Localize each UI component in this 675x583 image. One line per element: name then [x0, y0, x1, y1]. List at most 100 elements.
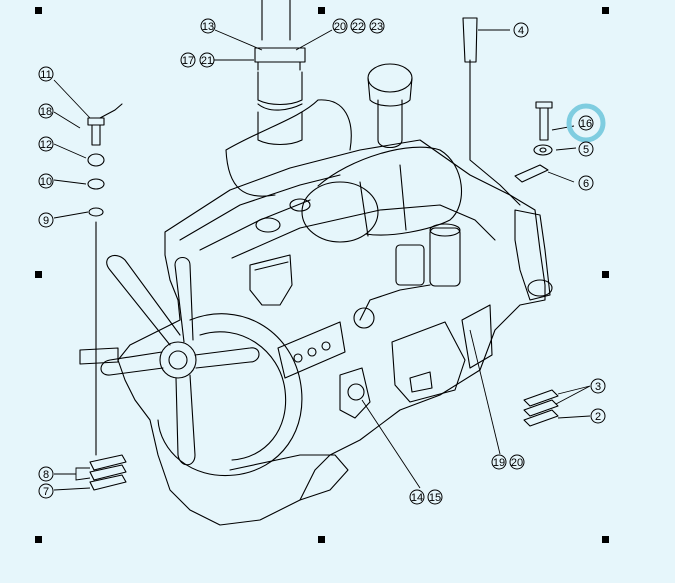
right-bracket [461, 304, 493, 369]
callout-3[interactable]: 3 [590, 378, 606, 394]
starter-box [391, 321, 466, 403]
callout-20-top[interactable]: 20 [332, 18, 348, 34]
callout-6-label: 6 [583, 178, 589, 190]
shim-3b [523, 399, 559, 417]
cap-body [367, 77, 413, 107]
starter-detail [409, 371, 433, 393]
fan-blade-2 [174, 256, 194, 343]
callout-22[interactable]: 22 [350, 18, 366, 34]
mount-boss [527, 279, 553, 297]
fan-blade-1 [106, 255, 181, 346]
handle-top-right[interactable] [602, 7, 609, 14]
vent-cap [462, 17, 478, 63]
exhaust-sleeve [257, 103, 303, 146]
callout-4-label: 4 [518, 25, 524, 37]
callout-19-label: 19 [493, 457, 505, 469]
callout-8-label: 8 [43, 469, 49, 481]
callout-23-label: 23 [371, 21, 383, 33]
callout-12[interactable]: 12 [38, 136, 54, 152]
callout-9[interactable]: 9 [38, 212, 54, 228]
bracket-6 [514, 164, 549, 183]
handle-middle-left[interactable] [35, 271, 42, 278]
callout-11-label: 11 [40, 69, 51, 81]
fuel-pump [249, 254, 293, 306]
fan-blade-4 [175, 374, 196, 466]
callout-19[interactable]: 19 [491, 454, 507, 470]
callout-10-label: 10 [40, 176, 52, 188]
filler-cap-2 [289, 198, 311, 212]
exhaust-pipe-top [261, 0, 291, 41]
callout-10[interactable]: 10 [38, 173, 54, 189]
leader-lines [53, 29, 591, 491]
fuel-filter-2 [429, 227, 461, 287]
callout-2[interactable]: 2 [590, 408, 606, 424]
fuel-filter-1 [395, 244, 425, 286]
intake-pipe [377, 99, 403, 149]
callout-14[interactable]: 14 [409, 489, 425, 505]
fan-hub-inner [168, 350, 188, 370]
block-top-edge-2 [199, 199, 311, 251]
callout-15[interactable]: 15 [427, 489, 443, 505]
callout-13-label: 13 [202, 21, 214, 33]
callout-21[interactable]: 21 [199, 52, 215, 68]
callout-20-bottom[interactable]: 20 [509, 454, 525, 470]
side-cover [277, 321, 346, 379]
washer-5-hole [539, 147, 547, 153]
callout-11[interactable]: 11 [38, 66, 54, 82]
exhaust-elbow [225, 99, 352, 197]
breather [353, 307, 375, 329]
callout-23[interactable]: 23 [369, 18, 385, 34]
bushing-12 [87, 153, 105, 167]
callout-16-selected[interactable]: 16 [566, 103, 606, 143]
handle-top-left[interactable] [35, 7, 42, 14]
port-2 [307, 347, 317, 357]
callout-22-label: 22 [352, 21, 364, 33]
callout-15-label: 15 [429, 492, 441, 504]
callout-8[interactable]: 8 [38, 466, 54, 482]
callout-5-label: 5 [583, 144, 589, 156]
oil-filter [339, 367, 371, 419]
fuel-filter-top [429, 223, 461, 237]
bushing-10 [87, 178, 105, 190]
air-cleaner-band [359, 164, 407, 237]
hose-11 [99, 103, 123, 119]
oil-filter-cap [347, 383, 365, 401]
dipstick-tube [359, 284, 431, 321]
callout-4[interactable]: 4 [513, 22, 529, 38]
washer-5 [533, 144, 553, 156]
callout-7[interactable]: 7 [38, 483, 54, 499]
handle-middle-right[interactable] [602, 271, 609, 278]
fan-hub [159, 341, 197, 379]
callout-14-label: 14 [411, 492, 423, 504]
callout-20-bottom-label: 20 [511, 457, 523, 469]
callout-17[interactable]: 17 [180, 52, 196, 68]
bolt-18 [87, 117, 105, 146]
port-1 [293, 353, 303, 363]
head-cover [231, 204, 496, 259]
callout-18[interactable]: 18 [38, 103, 54, 119]
callout-17-label: 17 [182, 55, 194, 67]
engine-block-outline [117, 139, 546, 526]
callout-9-label: 9 [43, 215, 49, 227]
callout-12-label: 12 [40, 139, 52, 151]
air-cleaner-body [317, 146, 463, 236]
callout-13[interactable]: 13 [200, 18, 216, 34]
flywheel-housing [514, 209, 551, 301]
port-3 [321, 341, 331, 351]
filler-cap [255, 217, 281, 233]
handle-top-middle[interactable] [318, 7, 325, 14]
handle-bottom-middle[interactable] [318, 536, 325, 543]
callout-5[interactable]: 5 [578, 141, 594, 157]
callout-16-label: 16 [580, 118, 592, 130]
callout-6[interactable]: 6 [578, 175, 594, 191]
handle-bottom-left[interactable] [35, 536, 42, 543]
handle-bottom-right[interactable] [602, 536, 609, 543]
block-top-edge [179, 174, 341, 241]
fan-blade-3 [194, 347, 260, 369]
shim-8b [89, 464, 127, 481]
callout-18-label: 18 [40, 106, 52, 118]
shim-8 [89, 454, 127, 471]
shim-3a [523, 389, 559, 407]
